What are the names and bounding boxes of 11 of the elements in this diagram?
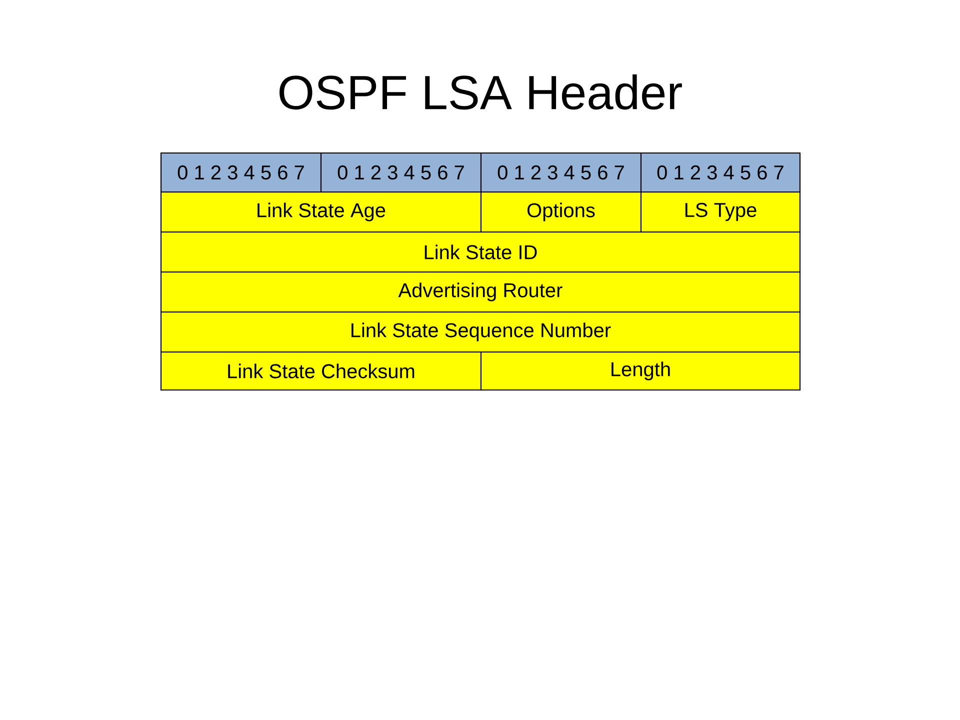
bit-index-cell: 0 1 2 3 4 5 6 7 bbox=[640, 152, 801, 193]
field-cell: Link State Age bbox=[160, 191, 482, 233]
bit-index-cell: 0 1 2 3 4 5 6 7 bbox=[160, 152, 322, 193]
field-cell: LS Type bbox=[640, 191, 801, 233]
bit-index-cell: 0 1 2 3 4 5 6 7 bbox=[480, 152, 642, 193]
title: OSPF LSA Header bbox=[280, 74, 682, 110]
field-cell: Link State Checksum bbox=[160, 351, 482, 391]
field-cell: Options bbox=[480, 191, 642, 233]
bit-index-cell: 0 1 2 3 4 5 6 7 bbox=[320, 152, 482, 193]
field-cell: Advertising Router bbox=[160, 271, 801, 313]
field-cell: Length bbox=[480, 351, 801, 391]
